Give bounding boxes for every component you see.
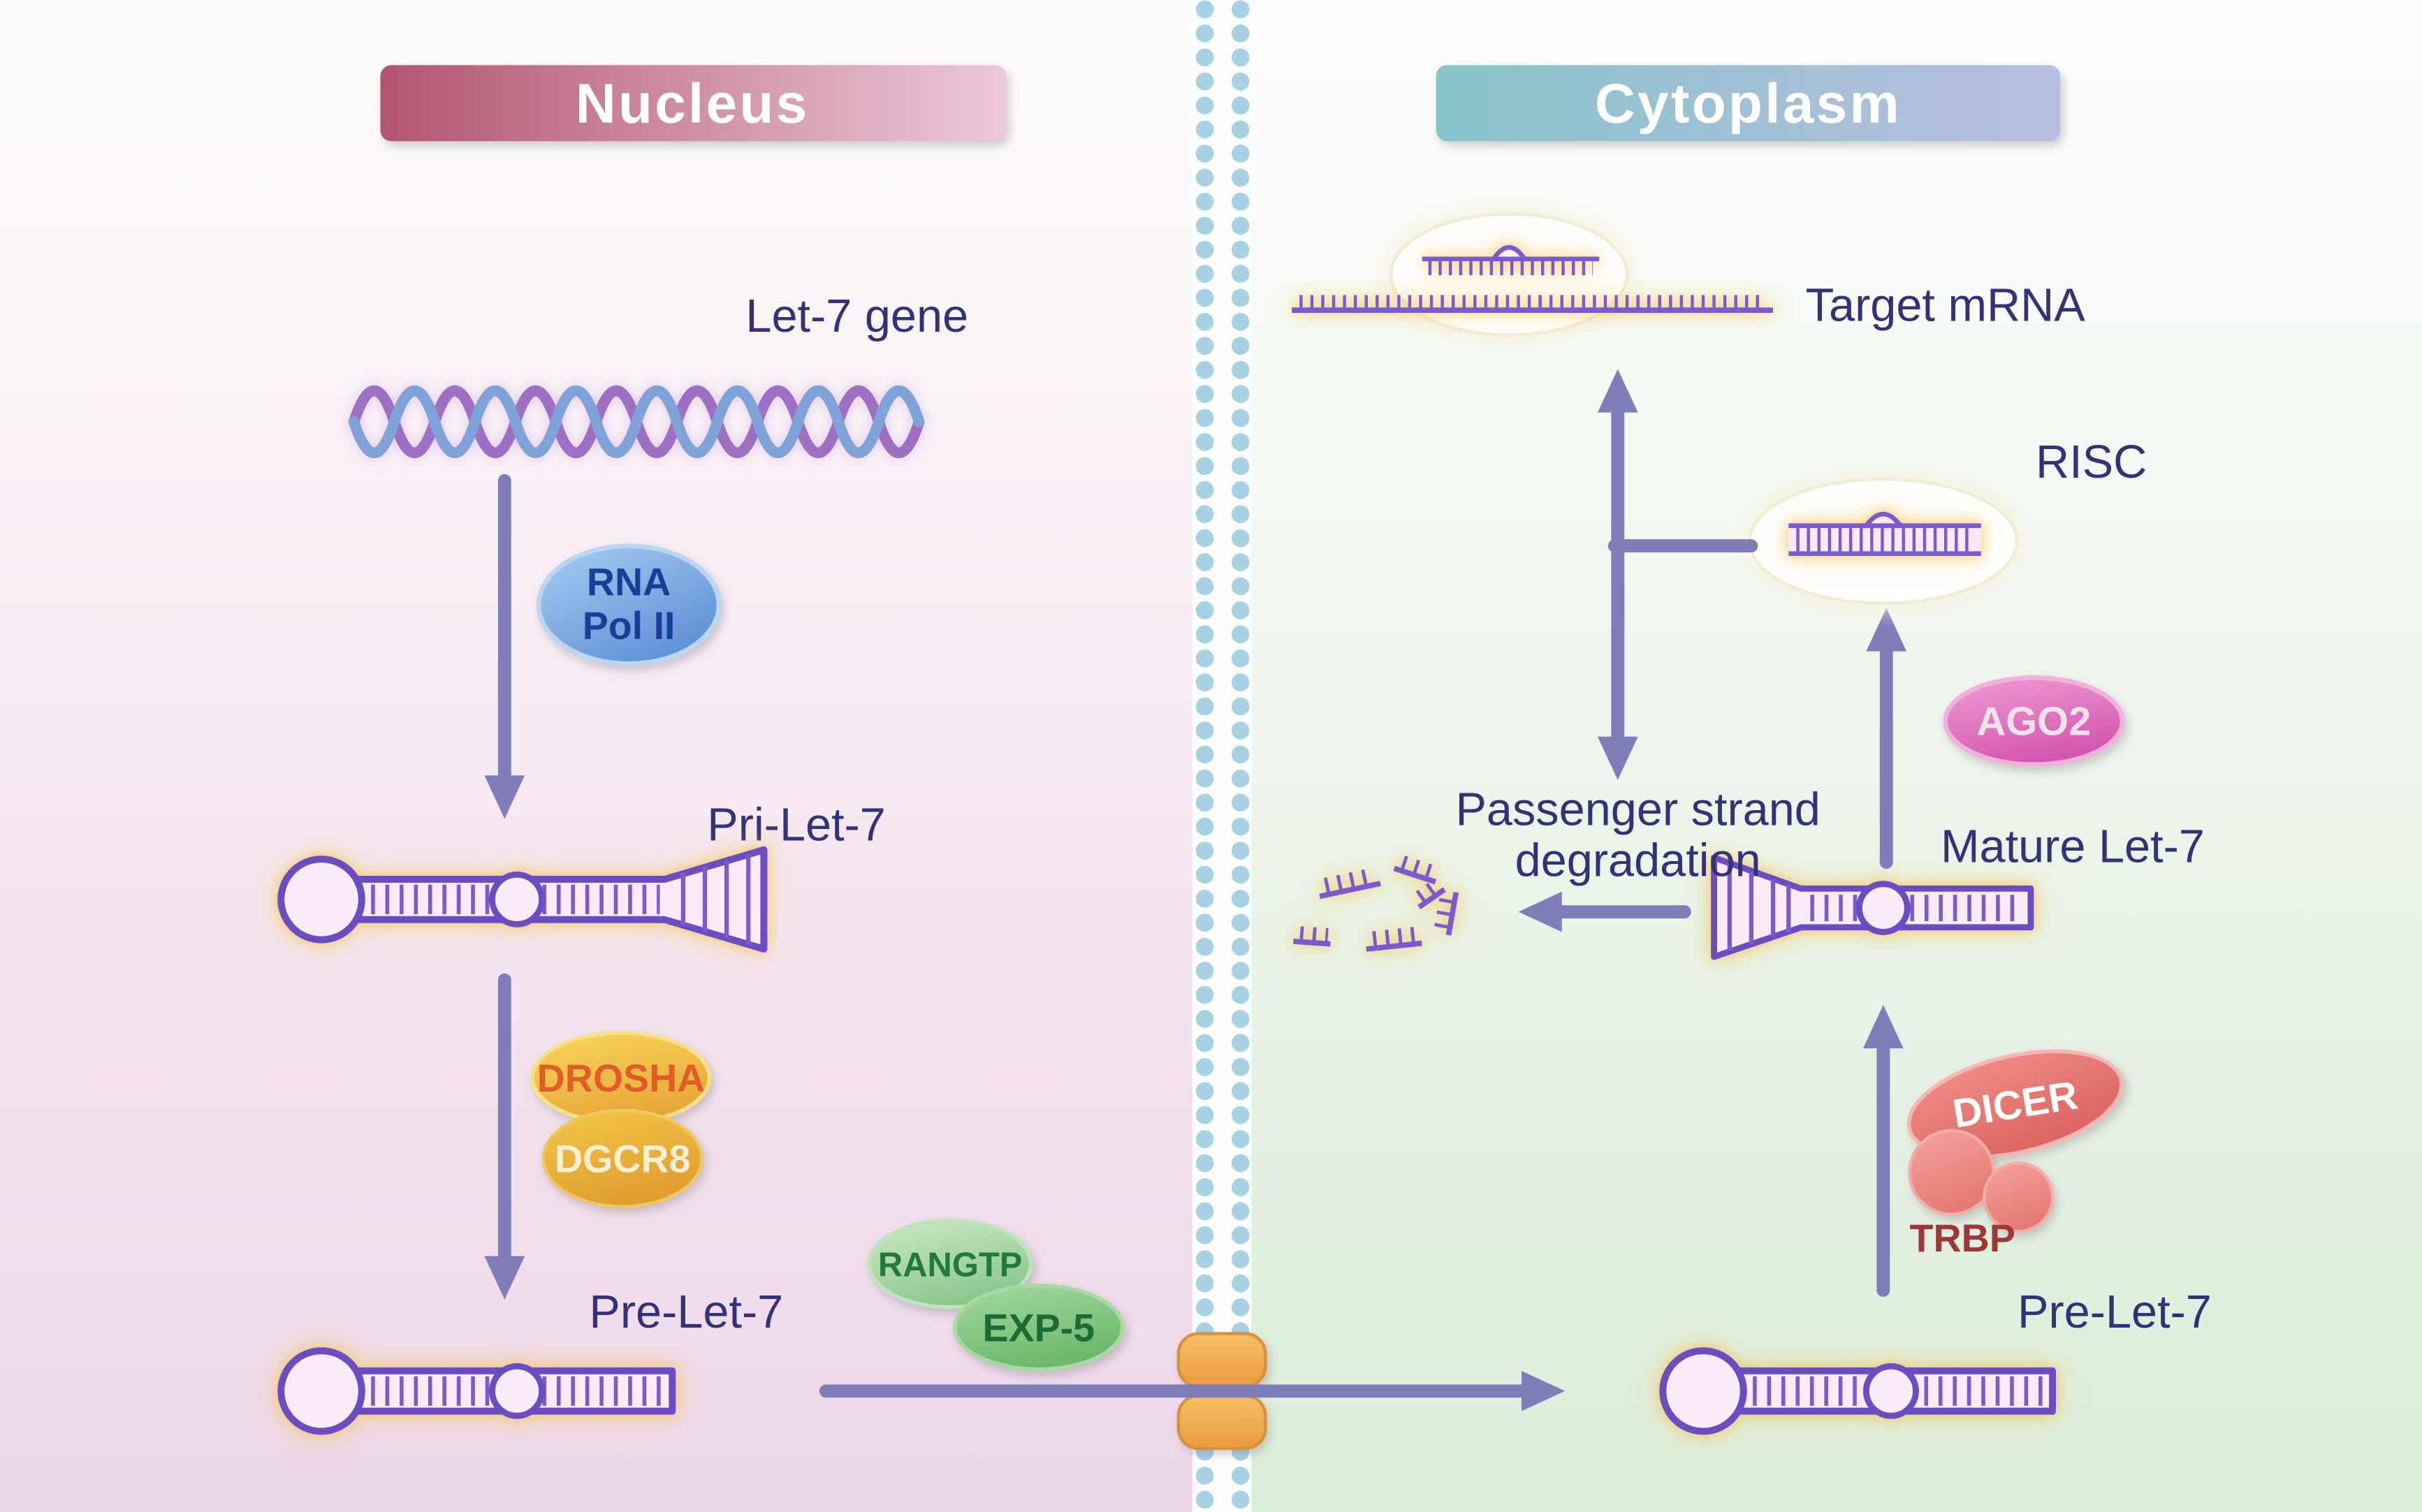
trbp-label: TRBP — [1910, 1217, 2015, 1260]
mature-let7-label: Mature Let-7 — [1941, 821, 2205, 873]
rangtp-ellipse — [867, 1218, 1033, 1309]
risc-guide-duplex — [1788, 511, 1981, 557]
rna-pol-ii-ellipse — [536, 543, 722, 666]
dicer-trbp-complex: DICER TRBP — [1906, 1049, 2124, 1260]
passenger-degradation-label-line2: degradation — [1515, 835, 1761, 887]
rna-pol-ii-label-line1: RNA — [587, 561, 671, 604]
passenger-degradation-label-line1: Passenger strand — [1455, 784, 1820, 835]
cytoplasm-region-background — [1222, 0, 2422, 1512]
export-complex: RANGTP EXP-5 — [867, 1218, 1125, 1372]
cytoplasm-banner: Cytoplasm — [1436, 65, 2061, 142]
drosha-dgcr8-complex: DROSHA DGCR8 — [530, 1031, 712, 1208]
pre-let7-label-nucleus: Pre-Let-7 — [589, 1286, 783, 1338]
mature-let7-bulge — [1855, 881, 1911, 935]
trbp-circle-1 — [1908, 1129, 1995, 1216]
pri-let7-terminal-loop — [277, 856, 365, 944]
cell-membrane — [1192, 0, 1252, 1512]
trbp-circle-2 — [1983, 1161, 2055, 1233]
mrna-bound-risc-oval — [1389, 212, 1629, 337]
pri-let7-label: Pri-Let-7 — [707, 800, 886, 851]
cytoplasm-banner-label: Cytoplasm — [1595, 72, 1902, 134]
nucleus-banner-label: Nucleus — [576, 72, 810, 134]
bound-guide-strand — [1422, 245, 1600, 276]
mature-let7-structure — [1711, 854, 2034, 960]
ago2-ellipse — [1943, 675, 2125, 768]
target-mrna-strand — [1292, 295, 1774, 313]
exp5-label: EXP-5 — [983, 1307, 1095, 1350]
pri-let7-structure — [277, 846, 768, 953]
dna-strand-blue — [348, 386, 925, 458]
pre-let7-terminal-loop — [277, 1347, 365, 1435]
pre-let7-structure-nucleus — [277, 1347, 676, 1435]
pre-let7-bulge — [489, 1363, 546, 1419]
dna-helix — [348, 386, 925, 458]
ago2-label: AGO2 — [1977, 700, 2092, 744]
drosha-label: DROSHA — [537, 1057, 706, 1100]
ago2: AGO2 — [1943, 675, 2125, 768]
risc-complex — [1748, 477, 2019, 605]
dgcr8-ellipse — [541, 1108, 703, 1208]
target-mrna-label: Target mRNA — [1806, 280, 2086, 332]
let7-gene-label: Let-7 gene — [745, 291, 968, 342]
pre-let7-label-cytoplasm: Pre-Let-7 — [2018, 1286, 2212, 1338]
rna-pol-ii: RNA Pol II — [536, 543, 722, 666]
rna-pol-ii-label-line2: Pol II — [583, 604, 676, 647]
rangtp-label: RANGTP — [878, 1247, 1022, 1284]
risc-label: RISC — [2036, 436, 2147, 488]
pre-let7-cyto-bulge — [1862, 1363, 1919, 1419]
pri-let7-bulge — [489, 871, 546, 927]
pre-let7-cyto-terminal-loop — [1659, 1347, 1747, 1435]
target-mrna-complex — [1292, 212, 1774, 337]
pre-let7-structure-cytoplasm — [1659, 1347, 2057, 1435]
dgcr8-label: DGCR8 — [555, 1138, 690, 1181]
degraded-fragments — [1293, 856, 1459, 952]
nucleus-banner: Nucleus — [380, 65, 1007, 142]
exp5-ellipse — [953, 1284, 1125, 1372]
